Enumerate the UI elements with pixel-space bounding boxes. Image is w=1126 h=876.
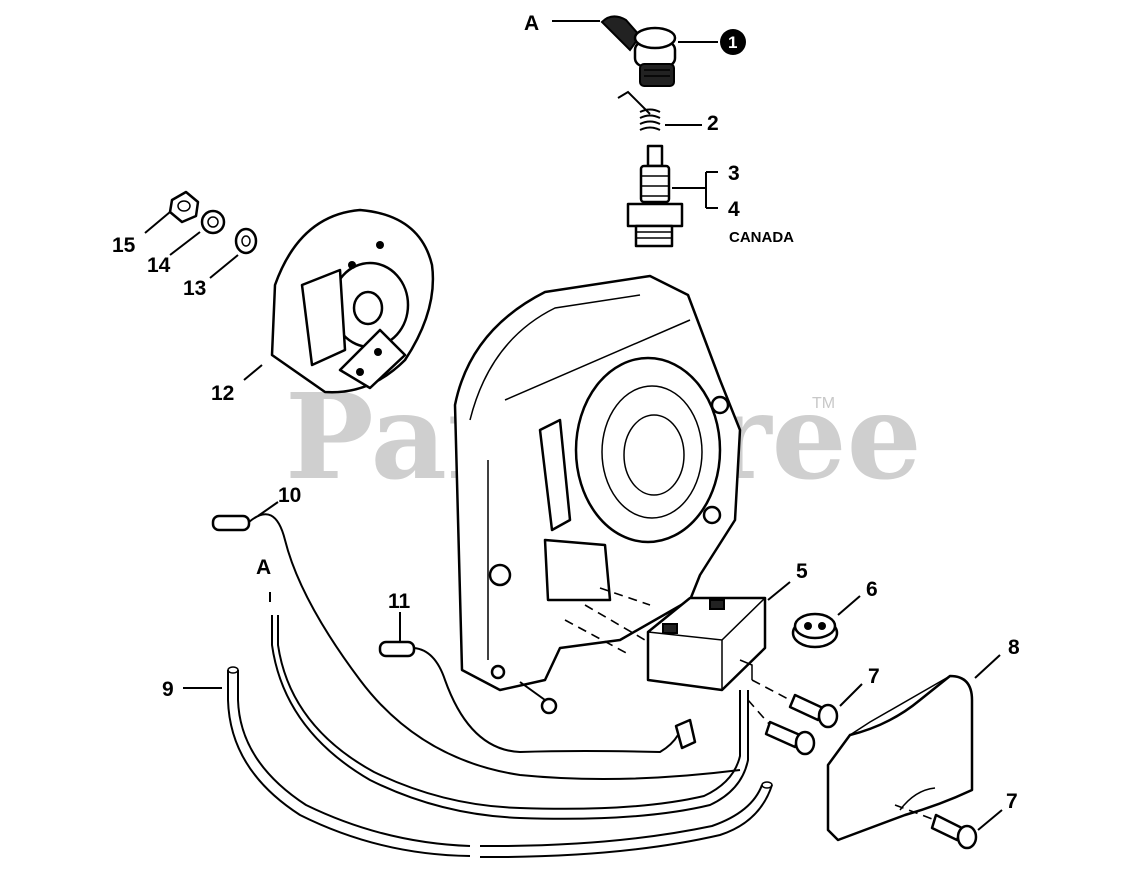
watermark-tm: TM — [812, 395, 835, 412]
ignition-module[interactable] — [646, 596, 767, 692]
spark-plug[interactable] — [626, 144, 684, 248]
callout-2: 2 — [707, 112, 719, 135]
engine-housing — [453, 274, 742, 692]
callout-1: 1 — [728, 33, 737, 52]
high-tension-lead — [269, 592, 749, 820]
ref-a-label-lead: A — [256, 556, 271, 579]
callout-9: 9 — [162, 678, 174, 701]
callout-14: 14 — [147, 254, 171, 277]
callout-1-badge — [720, 29, 746, 55]
spark-plug-boot[interactable] — [600, 15, 677, 87]
flywheel-nut[interactable] — [168, 190, 200, 224]
callout-6: 6 — [866, 578, 878, 601]
ref-a-label: A — [524, 12, 539, 35]
flywheel-washer[interactable] — [234, 227, 258, 255]
grommet[interactable] — [791, 612, 839, 649]
screw-lower[interactable] — [930, 813, 978, 850]
assembly-lines — [564, 587, 936, 821]
lock-washer[interactable] — [200, 209, 226, 235]
leader-lines — [144, 20, 1003, 831]
callout-12: 12 — [211, 382, 234, 405]
ground-wire[interactable] — [378, 640, 697, 754]
screw-middle[interactable] — [764, 720, 816, 756]
callout-8: 8 — [1008, 636, 1020, 659]
callout-11: 11 — [388, 590, 411, 613]
flywheel[interactable] — [270, 208, 435, 394]
canada-note: CANADA — [729, 229, 794, 246]
ignition-cover[interactable] — [826, 674, 974, 842]
callout-7-lower: 7 — [1006, 790, 1018, 813]
callout-3: 3 — [728, 162, 740, 185]
callout-10: 10 — [278, 484, 301, 507]
callout-4: 4 — [728, 198, 740, 221]
callout-labels: A 1 2 3 4 CANADA 15 14 13 12 10 A 11 9 5… — [112, 12, 1020, 813]
screw-upper[interactable] — [788, 693, 839, 729]
callout-15: 15 — [112, 234, 136, 257]
callout-7-upper: 7 — [868, 665, 880, 688]
callout-13: 13 — [183, 277, 206, 300]
callout-5: 5 — [796, 560, 808, 583]
fuel-line[interactable] — [227, 666, 773, 859]
stop-wire[interactable] — [211, 513, 741, 780]
spring-clip[interactable] — [617, 90, 661, 131]
